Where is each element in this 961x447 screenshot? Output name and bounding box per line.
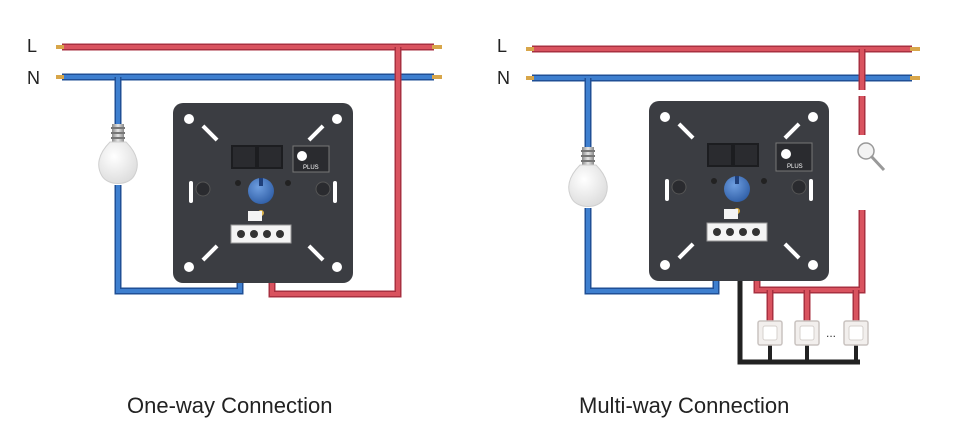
push-switch-icon <box>757 320 783 346</box>
dimmer-module <box>172 102 354 284</box>
switch-return-wire <box>737 254 860 365</box>
zwave-plus-logo: PLUS <box>292 145 330 173</box>
logo-text: PLUS <box>787 164 803 170</box>
push-switch-icon <box>843 320 869 346</box>
multi-way-diagram: L N <box>497 36 920 365</box>
caption-one-way: One-way Connection <box>127 393 333 418</box>
logo-text: PLUS <box>303 165 319 171</box>
caption-multi-way: Multi-way Connection <box>579 393 790 418</box>
push-switch-icon <box>794 320 820 346</box>
label-neutral: N <box>27 68 40 88</box>
breaker-icon <box>857 142 886 172</box>
ellipsis: ... <box>826 326 836 340</box>
bulb-icon <box>98 123 138 184</box>
label-live: L <box>27 36 37 56</box>
dimmer-module <box>648 100 830 282</box>
bulb-icon <box>568 146 608 207</box>
zwave-plus-logo: PLUS <box>775 142 813 172</box>
one-way-diagram: L N PLUS <box>27 36 442 298</box>
label-neutral: N <box>497 68 510 88</box>
label-live: L <box>497 36 507 56</box>
